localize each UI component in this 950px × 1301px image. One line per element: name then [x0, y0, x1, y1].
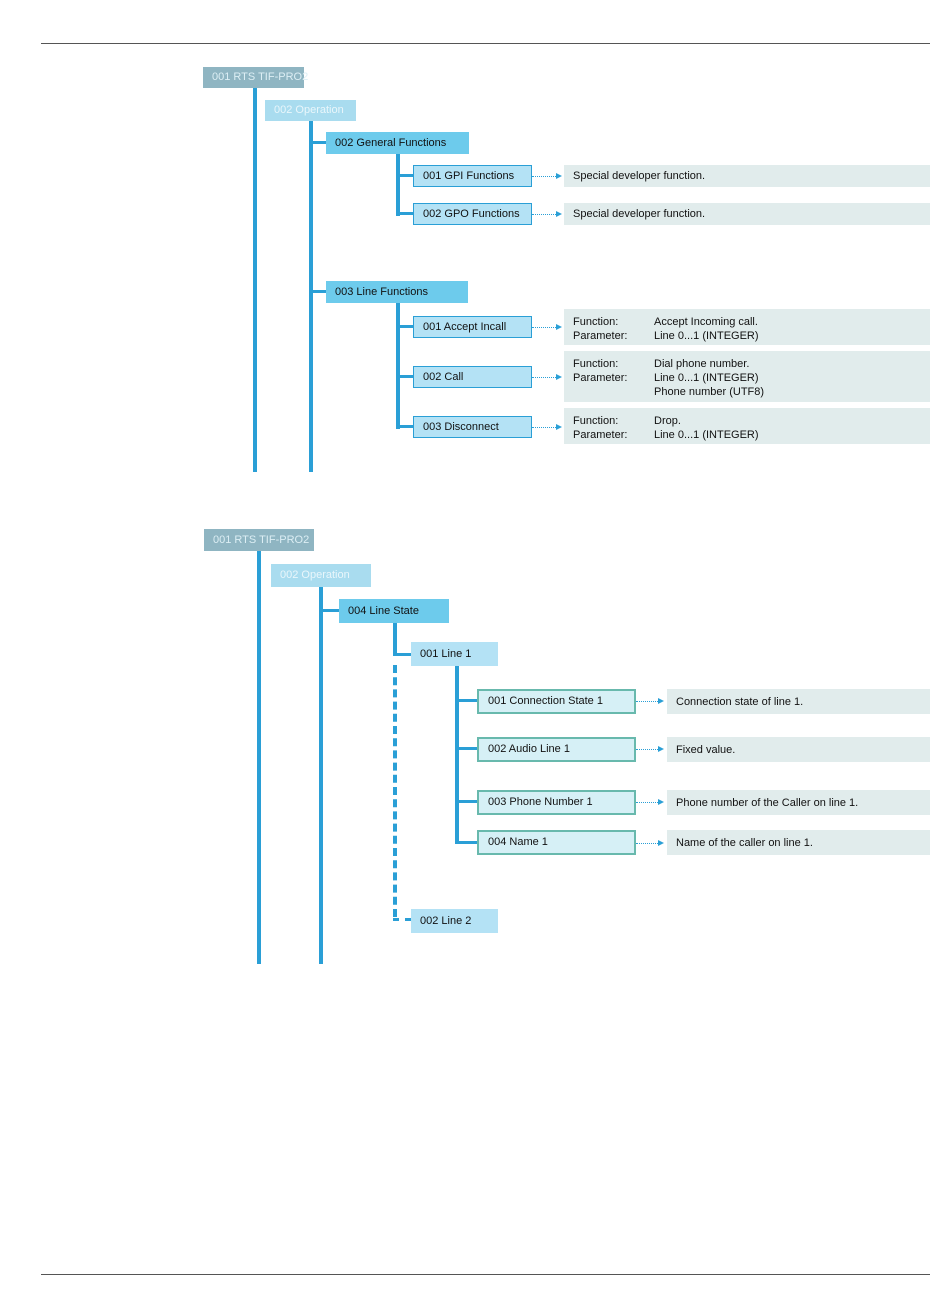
connector — [309, 120, 313, 472]
connector-dashed — [393, 665, 397, 917]
node-connection-state: 001 Connection State 1 — [477, 689, 636, 714]
description-key: Parameter: — [573, 429, 628, 441]
description-value: Drop. — [654, 415, 681, 427]
connector — [396, 302, 400, 429]
node-name: 004 Name 1 — [477, 830, 636, 855]
arrow-icon — [532, 424, 562, 430]
node-general-functions: 002 General Functions — [326, 132, 469, 154]
connector — [396, 375, 414, 378]
node-line-2: 002 Line 2 — [411, 909, 498, 933]
description-accept-incall: Function: Accept Incoming call. Parameter… — [564, 309, 930, 345]
description-audio-line: Fixed value. — [667, 737, 930, 762]
description-key: Function: — [573, 358, 619, 370]
node-line-functions: 003 Line Functions — [326, 281, 468, 303]
bottom-rule — [41, 1274, 930, 1275]
node-gpo-functions: 002 GPO Functions — [413, 203, 532, 225]
node-rts-tif-pro2: 001 RTS TIF-PRO2 — [204, 529, 314, 551]
connector — [455, 841, 477, 844]
arrow-icon — [636, 840, 664, 846]
arrow-icon — [532, 211, 562, 217]
arrow-icon — [532, 324, 562, 330]
description-key: Parameter: — [573, 372, 628, 384]
connector — [393, 623, 397, 655]
description-row: Function: Accept Incoming call. — [573, 315, 930, 329]
connector — [319, 609, 339, 612]
description-value: Line 0...1 (INTEGER) — [654, 429, 759, 441]
description-key: Function: — [573, 415, 619, 427]
connector — [396, 425, 414, 428]
description-phone-number: Phone number of the Caller on line 1. — [667, 790, 930, 815]
arrow-icon — [636, 698, 664, 704]
node-accept-incall: 001 Accept Incall — [413, 316, 532, 338]
node-rts-tif-pro2: 001 RTS TIF-PRO2 — [203, 67, 308, 88]
description-key — [573, 385, 654, 399]
description-key: Function: — [573, 316, 619, 328]
connector — [319, 587, 323, 964]
description-row: Function: Dial phone number. — [573, 357, 930, 371]
description-row: Function: Drop. — [573, 414, 930, 428]
connector — [455, 800, 477, 803]
connector — [393, 653, 411, 656]
connector — [393, 918, 411, 921]
node-operation: 002 Operation — [265, 100, 356, 121]
description-gpo: Special developer function. — [564, 203, 930, 225]
node-gpi-functions: 001 GPI Functions — [413, 165, 532, 187]
description-value: Accept Incoming call. — [654, 316, 758, 328]
node-audio-line: 002 Audio Line 1 — [477, 737, 636, 762]
node-disconnect: 003 Disconnect — [413, 416, 532, 438]
connector — [309, 141, 326, 144]
connector — [455, 699, 477, 702]
arrow-icon — [636, 799, 664, 805]
description-row: Phone number (UTF8) — [573, 385, 930, 399]
connector — [309, 290, 326, 293]
node-phone-number: 003 Phone Number 1 — [477, 790, 636, 815]
arrow-icon — [636, 746, 664, 752]
arrow-icon — [532, 374, 562, 380]
description-value: Line 0...1 (INTEGER) — [654, 372, 759, 384]
arrow-icon — [532, 173, 562, 179]
connector — [257, 551, 261, 964]
description-name: Name of the caller on line 1. — [667, 830, 930, 855]
connector — [396, 174, 414, 177]
node-call: 002 Call — [413, 366, 532, 388]
node-line-state: 004 Line State — [339, 599, 449, 623]
description-gpi: Special developer function. — [564, 165, 930, 187]
description-row: Parameter: Line 0...1 (INTEGER) — [573, 329, 930, 343]
top-rule — [41, 43, 930, 44]
description-value: Dial phone number. — [654, 358, 750, 370]
description-disconnect: Function: Drop. Parameter: Line 0...1 (INT… — [564, 408, 930, 444]
description-row: Parameter: Line 0...1 (INTEGER) — [573, 428, 930, 442]
description-value: Line 0...1 (INTEGER) — [654, 330, 759, 342]
node-line-1: 001 Line 1 — [411, 642, 498, 666]
node-operation: 002 Operation — [271, 564, 371, 587]
connector — [396, 325, 414, 328]
description-key: Parameter: — [573, 330, 628, 342]
description-row: Parameter: Line 0...1 (INTEGER) — [573, 371, 930, 385]
connector — [253, 88, 257, 472]
connector — [396, 212, 414, 215]
connector — [455, 666, 459, 844]
description-call: Function: Dial phone number. Parameter: Li… — [564, 351, 930, 402]
description-value: Phone number (UTF8) — [654, 386, 765, 398]
connector — [455, 747, 477, 750]
description-connection-state: Connection state of line 1. — [667, 689, 930, 714]
connector — [396, 153, 400, 216]
